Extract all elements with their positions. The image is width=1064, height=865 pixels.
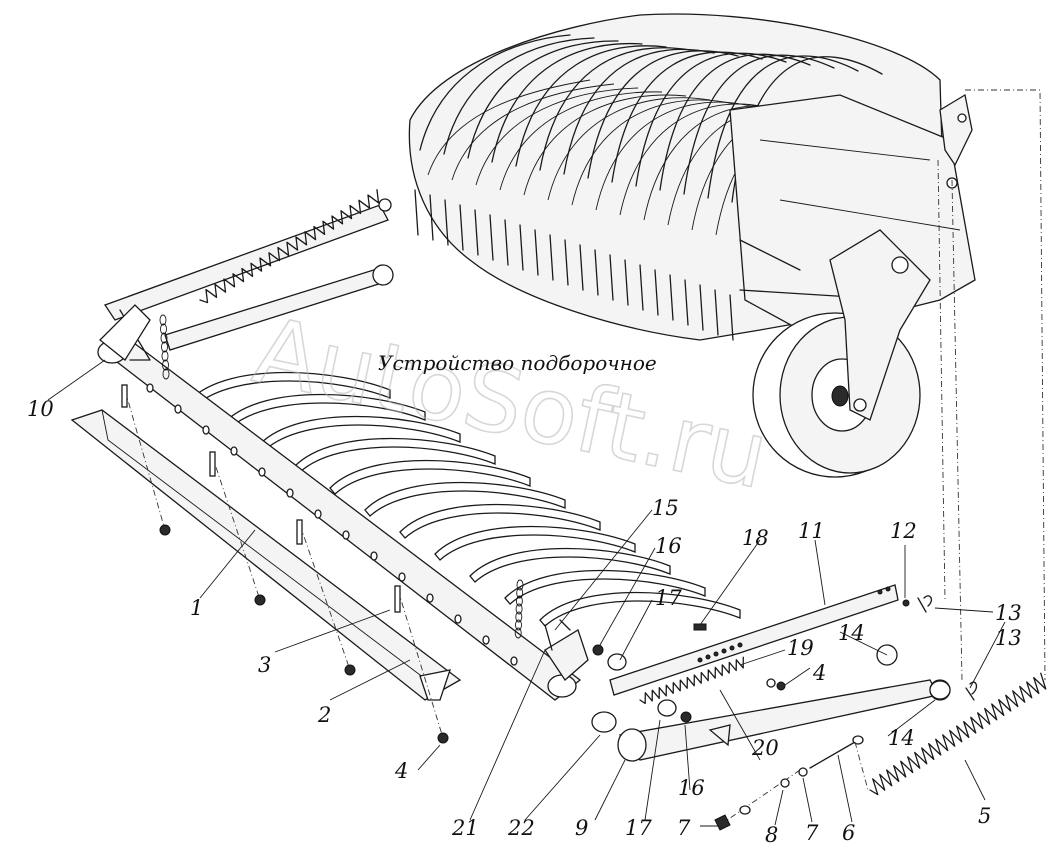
callout-2: 2	[317, 703, 331, 727]
callout-1: 1	[190, 596, 203, 620]
callout-17-top: 17	[655, 586, 682, 610]
deflector-plate	[70, 409, 462, 701]
callout-11: 11	[798, 519, 825, 543]
callout-13-lower: 13	[995, 626, 1022, 650]
left-linkage	[99, 189, 394, 380]
callout-16-top: 16	[655, 534, 682, 558]
right-chain-bracket	[514, 579, 589, 681]
callout-14-lower: 14	[888, 726, 915, 750]
callout-17-lower: 17	[625, 816, 652, 840]
callout-7-right: 7	[805, 821, 819, 845]
callout-14-top: 14	[838, 621, 865, 645]
callout-15: 15	[652, 496, 679, 520]
callout-3: 3	[258, 653, 271, 677]
callout-7-left: 7	[677, 816, 691, 840]
callout-18: 18	[742, 526, 769, 550]
rake-fingers	[189, 371, 741, 627]
main-tube	[97, 339, 582, 701]
gauge-wheel	[752, 229, 931, 478]
callout-5: 5	[978, 804, 991, 828]
callout-9: 9	[575, 816, 588, 840]
callout-19: 19	[787, 636, 814, 660]
leader-lines	[47, 359, 1006, 827]
callout-16-lower: 16	[678, 776, 705, 800]
callout-22: 22	[507, 816, 535, 840]
callouts: 1 2 3 4 4 5 6 7 7 8 9 10 11 12 13 13 14 …	[27, 397, 1022, 847]
callout-21: 21	[451, 816, 479, 840]
callout-12: 12	[890, 519, 917, 543]
callout-20: 20	[751, 736, 779, 760]
right-bracket	[939, 93, 973, 189]
right-parts	[591, 89, 1047, 831]
callout-4: 4	[394, 759, 408, 783]
diagram-title: Устройство подборочное	[378, 351, 657, 375]
callout-4-right: 4	[812, 661, 826, 685]
fasteners	[121, 384, 449, 744]
callout-6: 6	[842, 821, 855, 845]
callout-13-top: 13	[995, 601, 1022, 625]
callout-8: 8	[765, 823, 778, 847]
callout-10: 10	[27, 397, 54, 421]
